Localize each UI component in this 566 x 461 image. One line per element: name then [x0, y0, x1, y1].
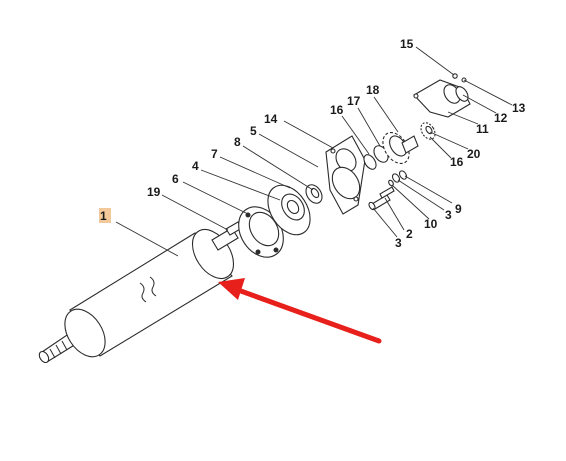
roller-assembly — [38, 221, 243, 364]
label-part-2: 2 — [406, 227, 413, 241]
label-part-20: 20 — [467, 147, 481, 161]
roller-break-marks — [139, 276, 157, 303]
shaft-end-face — [38, 350, 50, 364]
label-part-17: 17 — [347, 94, 361, 108]
hardware-2-3-9-10 — [368, 170, 408, 211]
flange-ring-6 — [238, 206, 284, 258]
orings-16-17 — [363, 145, 389, 170]
bearing-16-20 — [420, 122, 436, 140]
arrow-head — [218, 278, 245, 300]
label-part-18: 18 — [366, 83, 380, 97]
label-part-3-lower: 3 — [395, 236, 402, 250]
label-part-14: 14 — [264, 112, 278, 126]
label-part-16-lower: 16 — [450, 155, 464, 169]
label-part-1: 1 — [100, 209, 107, 223]
label-part-13: 13 — [512, 101, 526, 115]
bracket-11-13 — [413, 73, 471, 118]
seal-8 — [305, 184, 323, 204]
label-part-15: 15 — [400, 37, 414, 51]
roller-left-end — [64, 308, 106, 358]
red-pointer-arrow — [218, 278, 382, 344]
label-part-5: 5 — [250, 124, 257, 138]
label-part-3-upper: 3 — [445, 208, 452, 222]
label-part-9: 9 — [455, 202, 462, 216]
label-part-12: 12 — [494, 111, 508, 125]
label-part-19: 19 — [147, 185, 161, 199]
label-part-10: 10 — [424, 217, 438, 231]
leader-lines — [115, 46, 513, 257]
sprocket-18 — [382, 131, 419, 165]
label-part-6: 6 — [172, 172, 179, 186]
arrow-shaft — [235, 287, 382, 344]
mounting-plate-14 — [325, 135, 366, 215]
label-part-4: 4 — [192, 159, 199, 173]
bearing-housing-4 — [267, 184, 311, 236]
part-1-highlight — [99, 208, 111, 223]
label-part-8: 8 — [234, 135, 241, 149]
label-part-16-upper: 16 — [330, 103, 344, 117]
label-part-11: 11 — [476, 122, 489, 136]
shaft-splines — [49, 340, 68, 359]
label-part-7: 7 — [211, 147, 218, 161]
